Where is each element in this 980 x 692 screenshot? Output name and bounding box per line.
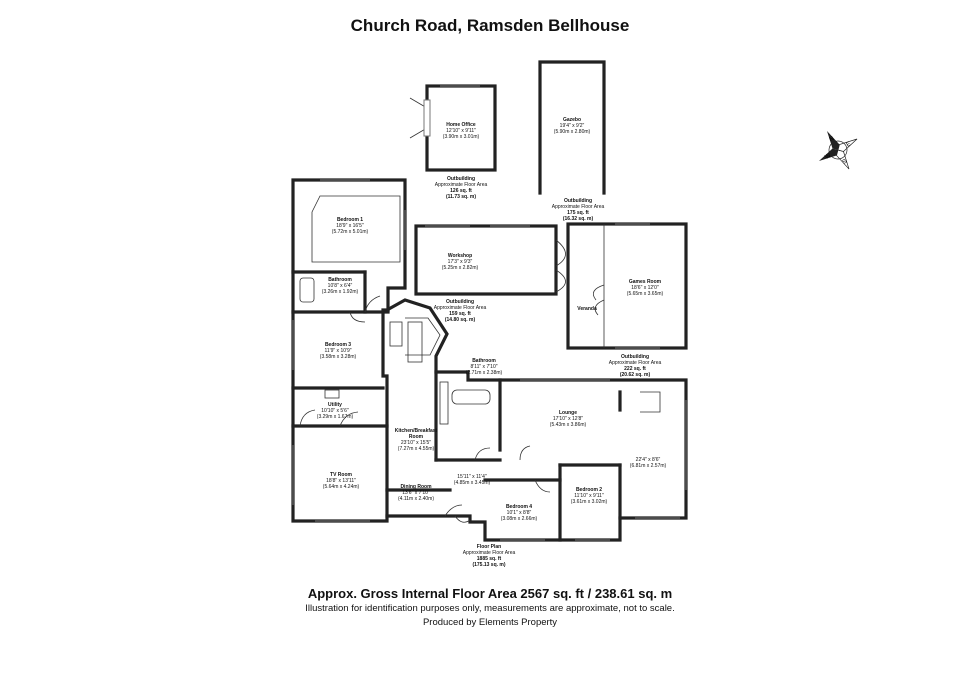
svg-text:Outbuilding: Outbuilding [564, 198, 592, 204]
bathroom1-label: Bathroom [328, 277, 352, 283]
svg-text:23'10" x 15'5": 23'10" x 15'5" [401, 440, 431, 446]
page-title: Church Road, Ramsden Bellhouse [350, 16, 630, 35]
svg-text:19'4" x 9'2": 19'4" x 9'2" [560, 123, 585, 129]
svg-text:Room: Room [409, 434, 424, 440]
tv-room-label: TV Room [330, 472, 352, 478]
svg-text:126 sq. ft: 126 sq. ft [450, 188, 472, 194]
svg-text:222 sq. ft: 222 sq. ft [624, 366, 646, 372]
svg-text:1885 sq. ft: 1885 sq. ft [477, 556, 502, 562]
svg-text:18'9" x 16'5": 18'9" x 16'5" [336, 223, 364, 229]
svg-text:(4.85m x 3.45m): (4.85m x 3.45m) [454, 480, 491, 486]
svg-text:(2.71m x 2.38m): (2.71m x 2.38m) [466, 370, 503, 376]
compass-icon: N E S W [818, 130, 858, 170]
svg-text:(3.58m x 3.28m): (3.58m x 3.28m) [320, 354, 357, 360]
svg-text:(6.81m x 2.57m): (6.81m x 2.57m) [630, 463, 667, 469]
svg-text:(7.27m x 4.55m): (7.27m x 4.55m) [398, 446, 435, 452]
svg-text:(3.29m x 1.67m): (3.29m x 1.67m) [317, 414, 354, 420]
bedroom3-label: Bedroom 3 [325, 342, 351, 348]
svg-text:18'6" x 12'0": 18'6" x 12'0" [631, 285, 659, 291]
svg-text:Outbuilding: Outbuilding [447, 176, 475, 182]
svg-text:(3.90m x 3.01m): (3.90m x 3.01m) [443, 134, 480, 140]
svg-text:17'3" x 9'3": 17'3" x 9'3" [448, 259, 473, 265]
svg-text:159 sq. ft: 159 sq. ft [449, 311, 471, 317]
gazebo-label: Gazebo [563, 117, 581, 123]
right-room-label: 22'4" x 8'6" [636, 457, 661, 463]
svg-text:Approximate Floor Area: Approximate Floor Area [463, 550, 516, 556]
credit-text: Produced by Elements Property [422, 617, 558, 628]
svg-text:(14.80 sq. m): (14.80 sq. m) [445, 317, 476, 323]
svg-text:(5.64m x 4.24m): (5.64m x 4.24m) [323, 484, 360, 490]
bedroom1-label: Bedroom 1 [337, 217, 363, 223]
disclaimer-text: Illustration for identification purposes… [305, 603, 675, 614]
room-labels: Home Office 12'10" x 9'11" (3.90m x 3.01… [317, 117, 667, 568]
home-office-label: Home Office [446, 122, 476, 128]
svg-text:10'8" x 6'4": 10'8" x 6'4" [328, 283, 353, 289]
svg-text:Approximate Floor Area: Approximate Floor Area [434, 305, 487, 311]
gross-area-text: Approx. Gross Internal Floor Area 2567 s… [307, 586, 673, 601]
svg-text:10'10" x 5'6": 10'10" x 5'6" [321, 408, 349, 414]
svg-text:Approximate Floor Area: Approximate Floor Area [552, 204, 605, 210]
svg-text:(11.73 sq. m): (11.73 sq. m) [446, 194, 476, 200]
svg-text:(4.11m x 2.40m): (4.11m x 2.40m) [398, 496, 434, 502]
svg-text:Outbuilding: Outbuilding [621, 354, 649, 360]
bathroom2-label: Bathroom [472, 358, 496, 364]
svg-text:(3.26m x 1.92m): (3.26m x 1.92m) [322, 289, 359, 295]
games-room-outbuilding [566, 222, 688, 350]
veranda-label: Veranda [577, 306, 597, 312]
bedroom4-label: Bedroom 4 [506, 504, 532, 510]
main-house [291, 178, 688, 542]
bedroom2-label: Bedroom 2 [576, 487, 602, 493]
svg-text:(5.25m x 2.82m): (5.25m x 2.82m) [442, 265, 479, 271]
home-office-outbuilding [409, 84, 497, 172]
svg-text:175 sq. ft: 175 sq. ft [567, 210, 589, 216]
games-room-label: Games Room [629, 279, 662, 285]
svg-text:(20.62 sq. m): (20.62 sq. m) [620, 372, 651, 378]
svg-text:8'11" x 7'10": 8'11" x 7'10" [470, 364, 497, 370]
lounge-label: Lounge [559, 410, 577, 416]
svg-text:(16.32 sq. m): (16.32 sq. m) [563, 216, 594, 222]
utility-label: Utility [328, 402, 342, 408]
svg-text:E: E [846, 141, 852, 148]
floor-area-label: Floor Plan [477, 544, 501, 550]
workshop-label: Workshop [448, 253, 472, 259]
svg-text:18'8" x 13'11": 18'8" x 13'11" [326, 478, 356, 484]
svg-text:N: N [829, 136, 836, 143]
svg-text:(5.65m x 3.65m): (5.65m x 3.65m) [627, 291, 664, 297]
svg-text:11'10" x 9'11": 11'10" x 9'11" [574, 493, 604, 499]
dining-room-label: Dining Room [400, 484, 432, 490]
hall-label: 15'11" x 11'4" [457, 474, 487, 480]
svg-text:(5.72m x 5.01m): (5.72m x 5.01m) [332, 229, 369, 235]
svg-text:Approximate Floor Area: Approximate Floor Area [435, 182, 488, 188]
svg-text:(175.13 sq. m): (175.13 sq. m) [472, 562, 505, 568]
svg-text:Approximate Floor Area: Approximate Floor Area [609, 360, 662, 366]
svg-text:17'10" x 12'8": 17'10" x 12'8" [553, 416, 583, 422]
svg-text:10'1" x 8'8": 10'1" x 8'8" [507, 510, 532, 516]
svg-text:S: S [842, 159, 848, 166]
svg-text:(5.90m x 2.80m): (5.90m x 2.80m) [554, 129, 591, 135]
svg-text:(3.08m x 2.66m): (3.08m x 2.66m) [501, 516, 538, 522]
svg-text:13'6" x 7'10": 13'6" x 7'10" [402, 490, 430, 496]
svg-text:12'10" x 9'11": 12'10" x 9'11" [446, 128, 476, 134]
svg-text:(3.61m x 3.02m): (3.61m x 3.02m) [571, 499, 608, 505]
svg-text:W: W [824, 153, 832, 161]
kitchen-label: Kitchen/Breakfast [395, 428, 438, 434]
svg-text:(5.43m x 3.86m): (5.43m x 3.86m) [550, 422, 587, 428]
svg-text:11'9" x 10'9": 11'9" x 10'9" [324, 348, 351, 354]
gazebo-outbuilding [538, 60, 606, 195]
workshop-outbuilding [414, 224, 566, 296]
svg-text:Outbuilding: Outbuilding [446, 299, 474, 305]
